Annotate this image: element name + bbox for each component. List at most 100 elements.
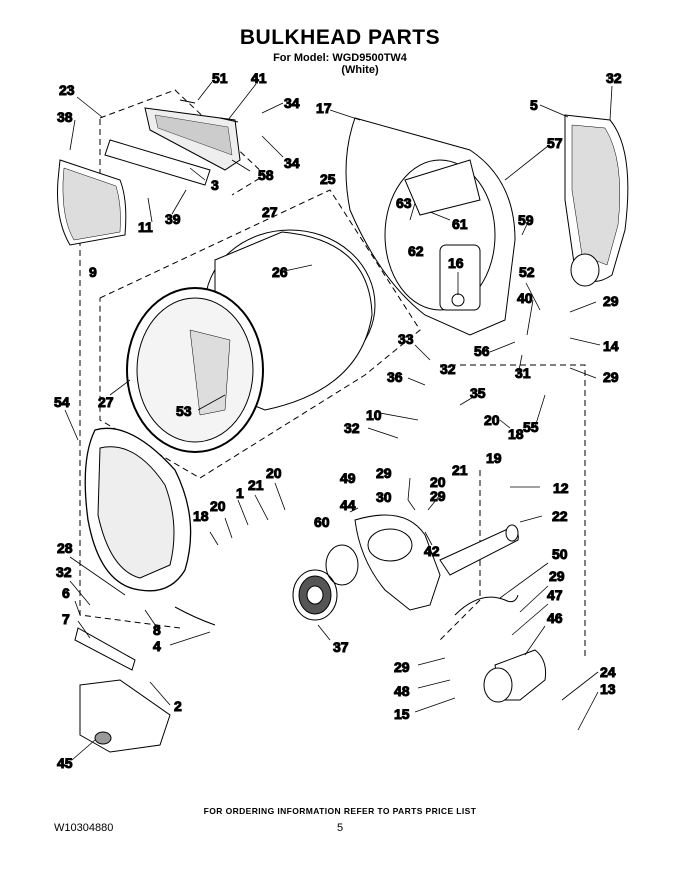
callout-label: 21 — [248, 477, 264, 493]
callout-label: 40 — [517, 290, 533, 306]
wire-harness-50 — [454, 594, 519, 616]
callout-label: 20 — [430, 474, 446, 490]
callout-label: 50 — [552, 546, 568, 562]
callout-label: 12 — [553, 480, 569, 496]
drum-27 — [126, 229, 376, 453]
exhaust-duct-5 — [564, 114, 629, 287]
callout-label: 49 — [340, 470, 356, 486]
callout-label: 29 — [603, 293, 619, 309]
callout-label: 56 — [474, 343, 490, 359]
base-45 — [79, 679, 171, 753]
callout-label: 59 — [518, 212, 534, 228]
callout-label: 55 — [523, 419, 539, 435]
callout-label: 10 — [366, 407, 382, 423]
wire-4 — [174, 606, 216, 626]
callout-label: 38 — [57, 109, 73, 125]
callout-label: 32 — [440, 361, 456, 377]
callout-label: 23 — [59, 82, 75, 98]
callout-label: 27 — [98, 394, 114, 410]
callout-label: 31 — [515, 365, 531, 381]
callout-label: 48 — [394, 683, 410, 699]
callout-label: 47 — [547, 587, 563, 603]
callout-label: 25 — [320, 171, 336, 187]
page-number: 5 — [336, 822, 344, 834]
callout-label: 60 — [314, 514, 330, 530]
bracket-7 — [74, 627, 136, 671]
rear-bulkhead-17 — [345, 117, 516, 336]
callout-label: 13 — [600, 681, 616, 697]
callout-labels: 51 41 34 34 17 5 32 23 38 3 58 39 11 25 … — [54, 70, 623, 772]
callout-label: 51 — [212, 70, 228, 86]
callout-label: 52 — [519, 264, 535, 280]
color-line: (White) — [341, 64, 379, 76]
callout-label: 2 — [174, 698, 182, 714]
callout-label: 22 — [552, 508, 568, 524]
callout-label: 6 — [62, 585, 70, 601]
callout-label: 7 — [62, 611, 70, 627]
callout-label: 45 — [57, 755, 73, 771]
callout-label: 53 — [176, 403, 192, 419]
callout-label: 29 — [394, 659, 410, 675]
callout-label: 29 — [430, 488, 446, 504]
callout-label: 61 — [452, 216, 468, 232]
front-bulkhead-54 — [84, 427, 192, 592]
callout-label: 19 — [486, 450, 502, 466]
page-title: BULKHEAD PARTS — [239, 26, 441, 49]
callout-label: 29 — [549, 568, 565, 584]
callout-label: 62 — [408, 243, 424, 259]
callout-label: 41 — [251, 70, 267, 86]
callout-label: 34 — [284, 95, 300, 111]
callout-label: 36 — [387, 369, 403, 385]
callout-label: 29 — [603, 369, 619, 385]
callout-label: 32 — [606, 70, 622, 86]
callout-label: 20 — [484, 412, 500, 428]
ordering-info-note: FOR ORDERING INFORMATION REFER TO PARTS … — [203, 806, 477, 816]
callout-label: 15 — [394, 706, 410, 722]
callout-label: 30 — [376, 489, 392, 505]
lint-screen-38 — [57, 159, 127, 246]
callout-label: 37 — [333, 639, 349, 655]
callout-label: 42 — [424, 543, 440, 559]
callout-label: 3 — [211, 177, 219, 193]
callout-label: 58 — [258, 167, 274, 183]
callout-label: 14 — [603, 338, 619, 354]
callout-label: 11 — [138, 219, 153, 235]
blower-wheel-37 — [292, 569, 338, 621]
document-number: W10304880 — [54, 822, 114, 834]
callout-label: 24 — [600, 664, 616, 680]
callout-label: 20 — [266, 465, 282, 481]
callout-label: 17 — [316, 100, 332, 116]
callout-label: 20 — [210, 498, 226, 514]
callout-label: 21 — [452, 462, 468, 478]
callout-label: 16 — [448, 255, 464, 271]
callout-label: 32 — [56, 564, 72, 580]
callout-label: 34 — [284, 155, 300, 171]
blower-housing-44 — [354, 514, 441, 611]
lint-housing-51 — [104, 99, 241, 186]
model-line: For Model: WGD9500TW4 — [273, 52, 407, 64]
callout-label: 35 — [470, 385, 486, 401]
heater-tube-22 — [439, 524, 519, 576]
callout-label: 33 — [398, 331, 414, 347]
motor-46 — [483, 649, 546, 703]
callout-label: 46 — [547, 610, 563, 626]
callout-label: 57 — [547, 135, 563, 151]
callout-label: 26 — [272, 264, 288, 280]
callout-label: 28 — [57, 540, 73, 556]
leader-lines — [64, 81, 613, 761]
callout-label: 54 — [54, 394, 70, 410]
callout-label: 39 — [165, 211, 181, 227]
callout-label: 18 — [508, 426, 524, 442]
callout-label: 1 — [236, 485, 244, 501]
callout-label: 29 — [376, 465, 392, 481]
callout-label: 18 — [193, 508, 209, 524]
callout-label: 5 — [530, 97, 538, 113]
callout-label: 27 — [262, 204, 278, 220]
callout-label: 4 — [153, 638, 161, 654]
callout-label: 8 — [153, 622, 161, 638]
callout-label: 9 — [89, 264, 97, 280]
callout-label: 32 — [344, 420, 360, 436]
callout-label: 44 — [340, 497, 356, 513]
seal-ring-60 — [325, 544, 359, 586]
